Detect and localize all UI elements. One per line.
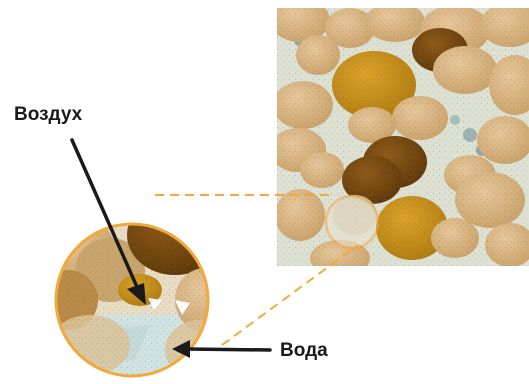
label-water: Вода bbox=[280, 340, 328, 362]
label-air: Воздух bbox=[14, 104, 82, 126]
arrow-icon bbox=[172, 340, 270, 358]
soil-sample-square bbox=[270, 0, 529, 276]
zoom-target-circle bbox=[326, 196, 378, 248]
